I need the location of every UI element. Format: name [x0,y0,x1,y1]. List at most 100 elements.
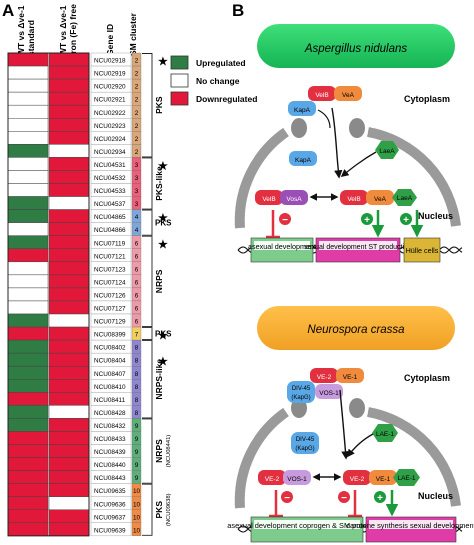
protein-ve2-nuclear-left [258,470,286,485]
cluster-group-bracket [142,53,153,158]
protein-lae1-nuclear [393,469,420,486]
gene-id-label: NCU08404 [94,358,126,365]
gene-id-label: NCU08402 [94,345,126,352]
heatmap-cell-standard [7,352,49,367]
protein-div45-nuclear [291,432,319,454]
heatmap-cell-iron-free [48,287,90,302]
neurospora-diagram: Neurospora crassa Cytoplasm Nucleus VE-2… [227,306,474,543]
heatmap-cell-iron-free [48,209,90,223]
gene-id-label: NCU07126 [94,292,126,299]
heatmap-cell-iron-free [48,444,90,458]
panel-b: B Aspergillus nidulans Cytoplasm Nucleus… [227,1,474,543]
heatmap-cell-standard [7,104,49,119]
gene-id-label: NCU07121 [94,253,126,260]
protein-laea-cytoplasm [375,141,399,159]
heatmap-cell-iron-free [48,496,90,511]
activation-sign-top-2 [400,213,412,225]
cytoplasm-label-top: Cytoplasm [404,94,450,104]
protein-vos1-nuclear-label: VOS-1 [287,476,307,483]
heatmap-cell-iron-free [48,470,90,484]
protein-vos1-nuclear [283,470,311,485]
nuclear-pore-left-top [291,118,307,138]
heatmap-cell-standard [7,118,49,132]
nuclear-envelope-right-bottom [367,407,461,507]
heatmap-cell-standard [7,418,49,432]
gene-id-label: NCU08399 [94,332,126,339]
protein-kapa-cytoplasm-label: KapA [294,107,311,114]
heatmap-cell-standard [7,52,49,67]
heatmap-cell-standard [7,431,49,445]
repression-sign-top [279,213,291,225]
cluster-number: 10 [133,488,141,495]
protein-velb-nuclear-right [340,190,368,205]
protein-div45-cytoplasm [287,381,315,403]
heatmap-cell-iron-free [48,65,90,80]
gene-id-label: NCU02922 [94,110,126,117]
cluster-number: 8 [135,397,139,404]
heatmap-cell-iron-free [48,313,90,328]
cluster-number: 9 [135,436,139,443]
heatmap-cell-iron-free [48,457,90,471]
gene-id-label: NCU09636 [94,501,126,508]
heatmap-cell-iron-free [48,170,90,184]
table-headers: WT vs Δve-1 standard WT vs Δve-1 Iron (F… [16,4,138,56]
cluster-number: 2 [135,71,139,78]
nuclear-pore-right-bottom [349,398,365,418]
heatmap-cell-iron-free [48,52,90,67]
protein-vea-nuclear [366,190,394,205]
cluster-number: 6 [135,240,139,247]
protein-kapa-cytoplasm [288,101,316,116]
heatmap-cell-iron-free [48,483,90,497]
protein-velb-cytoplasm [308,86,336,101]
cluster-group-label: PKS [155,330,172,339]
gene-id-label: NCU08410 [94,384,126,391]
cluster-group-bracket [142,327,153,341]
heatmap-cell-standard [7,183,49,197]
heatmap-cell-standard [7,522,49,537]
panel-b-label: B [232,1,244,20]
legend: Upregulated No change Downregulated [170,55,257,106]
cluster-group-bracket [142,418,153,484]
cluster-number: 6 [135,319,139,326]
gene-id-label: NCU07119 [94,240,126,247]
organism-pill-neurospora [257,306,455,350]
gene-id-cell [90,522,132,537]
highlight-star-icon: ★ [158,356,168,368]
heatmap-cell-standard [7,78,49,93]
protein-ve2-nuclear-right [343,470,371,485]
cluster-number: 8 [135,410,139,417]
heatmap-cell-iron-free [48,222,90,236]
cluster-number: 2 [135,149,139,156]
heatmap-cell-iron-free [48,104,90,119]
heatmap-cell-standard [7,509,49,524]
heatmap-cell-iron-free [48,326,90,341]
cluster-number: 2 [135,97,139,104]
cluster-number: 6 [135,292,139,299]
gene-id-label: NCU04866 [94,227,126,234]
protein-div45-cytoplasm-label: DIV-45 [292,386,311,392]
cluster-number: 3 [135,201,139,208]
gene-id-label: NCU02921 [94,97,126,104]
cluster-cell [131,522,142,536]
heatmap-cell-standard [7,261,49,276]
highlight-star-icon: ★ [158,160,168,172]
protein-kapg-cytoplasm-label: (KapG) [291,395,310,401]
heatmap-cell-iron-free [48,248,90,263]
cluster-number: 2 [135,123,139,130]
cluster-group-bracket [142,483,153,536]
organism-pill-aspergillus [257,24,455,68]
cluster-group-label: PKS [154,501,164,519]
cluster-group-bracket [142,209,153,236]
protein-vos1-cytoplasm-label: VOS-1 [319,390,339,397]
highlight-star-icon: ★ [158,213,168,225]
box-hulle-cells-text: Hülle cells [406,246,439,255]
gene-id-label: NCU09635 [94,488,126,495]
cluster-number: 6 [135,306,139,313]
heatmap-cell-iron-free [48,431,90,445]
cluster-number: 10 [133,501,141,508]
box-carotene-synthesis-text: carotene synthesis sexual development [346,521,474,530]
repression-sign-top-text: − [282,215,288,226]
heatmap-cell-iron-free [48,196,90,210]
